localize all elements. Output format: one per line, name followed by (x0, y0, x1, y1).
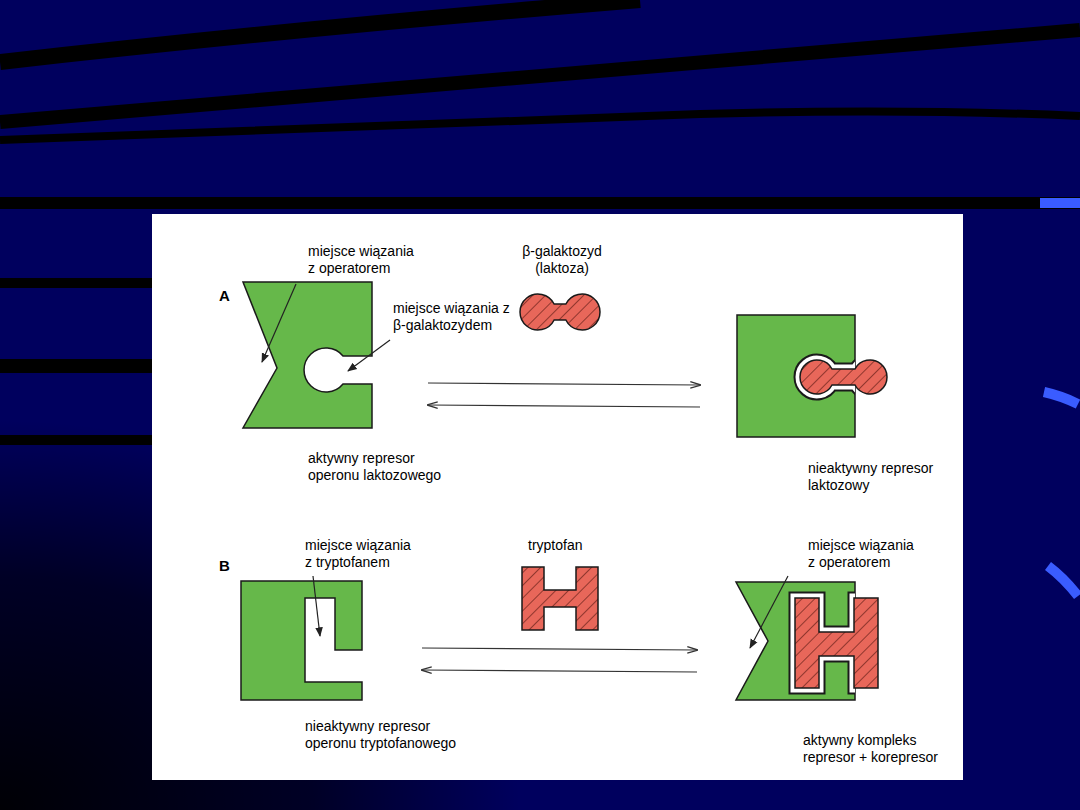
binding-cavity-outline (800, 360, 855, 394)
lactose-molecule (520, 294, 600, 330)
molecule-label: tryptofan (528, 537, 582, 554)
trp-repressor-inactive (241, 581, 362, 700)
blue-highlight (1048, 566, 1078, 596)
equilibrium-arrow (428, 405, 700, 407)
binding-cavity-outline (795, 598, 878, 688)
repressor-label: nieaktywny represor operonu tryptofanowe… (305, 718, 473, 752)
binding-site-label: miejsce wiązania z tryptofanem (305, 537, 417, 571)
lac-repressor-active (243, 282, 372, 428)
equilibrium-arrow (422, 670, 697, 672)
dark-stripe (0, 278, 152, 288)
figure-panel (152, 214, 963, 780)
binding-cavity (800, 360, 855, 394)
dark-stripe (0, 111, 1080, 140)
binding-cavity (795, 598, 878, 688)
dark-stripe (0, 435, 152, 445)
equilibrium-arrow (422, 648, 697, 650)
dark-stripe (0, 0, 640, 62)
dark-stripe (0, 359, 152, 373)
binding-site-label: miejsce wiązania z operatorem (808, 537, 920, 571)
repressor-label: aktywny kompleks represor + korepresor (803, 732, 953, 766)
panel-letter: B (219, 557, 230, 574)
dark-stripe (0, 197, 1080, 209)
blue-highlight (1040, 198, 1080, 208)
equilibrium-arrow (428, 383, 700, 385)
binding-site-label: miejsce wiązania z operatorem (308, 243, 420, 277)
leader-arrow (262, 284, 296, 362)
blue-highlight (1044, 392, 1078, 404)
molecule-label: β-galaktozyd (laktoza) (507, 243, 617, 277)
binding-site-label: miejsce wiązania z β-galaktozydem (393, 300, 515, 334)
panel-letter: A (219, 287, 230, 304)
leader-arrow (348, 340, 390, 371)
tryptophan-molecule (522, 567, 598, 630)
lactose-molecule (800, 360, 887, 394)
tryptophan-molecule (795, 598, 878, 688)
leader-arrow (750, 576, 788, 648)
leader-arrow (313, 576, 320, 636)
repressor-label: aktywny represor operonu laktozowego (308, 450, 458, 484)
repressor-label: nieaktywny represor laktozowy (808, 460, 958, 494)
